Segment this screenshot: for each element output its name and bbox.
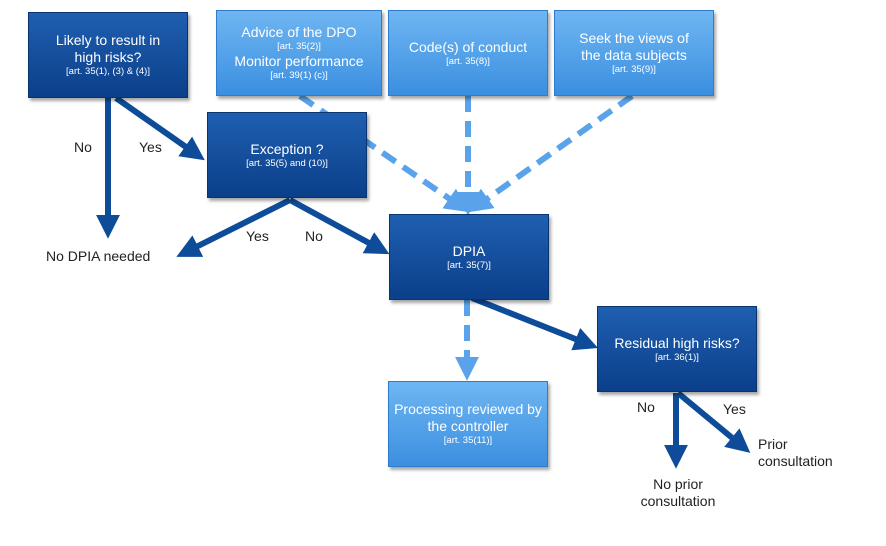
- dpia-box: DPIA [art. 35(7)]: [389, 214, 549, 300]
- dpo-advice-ref: [art. 35(2)]: [277, 41, 321, 52]
- arrow-residual-yes: [676, 390, 751, 453]
- label-yes-exception: Yes: [246, 228, 269, 244]
- outcome-prior-consultation: Prior consultation: [758, 436, 833, 469]
- outcome-no-prior-consultation: No prior consultation: [640, 476, 716, 509]
- label-yes-residual: Yes: [723, 401, 746, 417]
- data-subjects-views-box: Seek the views of the data subjects [art…: [554, 10, 714, 96]
- arrow-views-to-dpia: [468, 93, 634, 213]
- residual-title: Residual high risks?: [614, 334, 740, 351]
- likely-ref: [art. 35(1), (3) & (4)]: [66, 66, 150, 77]
- exception-ref: [art. 35(5) and (10)]: [246, 157, 328, 169]
- label-no-residual: No: [637, 399, 655, 415]
- processing-ref: [art. 35(11)]: [443, 435, 493, 446]
- monitor-performance-title: Monitor performance: [234, 53, 364, 69]
- residual-ref: [art. 36(1)]: [655, 351, 699, 363]
- codes-of-conduct-box: Code(s) of conduct [art. 35(8)]: [388, 10, 548, 96]
- likely-title: Likely to result in high risks?: [55, 32, 161, 65]
- dpo-advice-box: Advice of the DPO [art. 35(2)] Monitor p…: [216, 10, 382, 96]
- codes-ref: [art. 35(8)]: [446, 55, 490, 67]
- label-no-likely: No: [74, 139, 92, 155]
- exception-box: Exception ? [art. 35(5) and (10)]: [207, 112, 367, 198]
- processing-reviewed-box: Processing reviewed by the controller [a…: [388, 381, 548, 467]
- dpo-advice-title: Advice of the DPO: [241, 24, 357, 40]
- monitor-performance-ref: [art. 39(1) (c)]: [270, 70, 328, 81]
- views-title: Seek the views of the data subjects: [579, 30, 689, 63]
- outcome-no-dpia: No DPIA needed: [46, 248, 151, 264]
- dpia-ref: [art. 35(7)]: [447, 259, 491, 271]
- label-no-exception: No: [305, 228, 323, 244]
- views-ref: [art. 35(9)]: [612, 64, 656, 75]
- label-yes-likely: Yes: [139, 139, 162, 155]
- exception-title: Exception ?: [250, 140, 324, 157]
- arrow-dpia-to-residual: [470, 295, 599, 351]
- arrow-exception-yes: [176, 197, 292, 257]
- residual-risks-box: Residual high risks? [art. 36(1)]: [597, 306, 757, 392]
- arrow-exception-no: [288, 197, 390, 255]
- codes-title: Code(s) of conduct: [408, 38, 528, 55]
- likely-high-risk-box: Likely to result in high risks? [art. 35…: [28, 12, 188, 98]
- processing-title: Processing reviewed by the controller: [394, 401, 542, 434]
- arrow-likely-yes: [114, 95, 205, 161]
- dpia-title: DPIA: [452, 242, 486, 259]
